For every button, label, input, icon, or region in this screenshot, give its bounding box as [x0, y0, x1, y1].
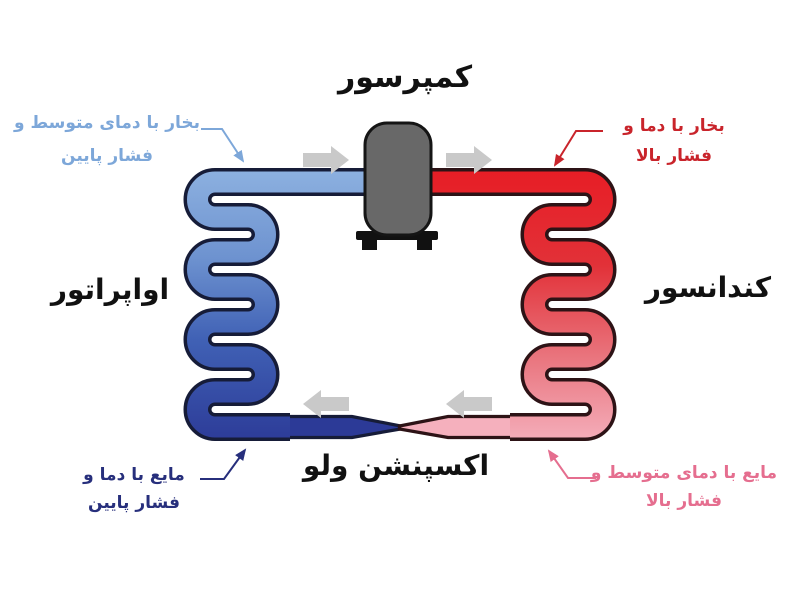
compressor-left-foot — [362, 240, 377, 250]
expansion-valve-pink-taper — [397, 414, 517, 440]
vapor-low-line1: بخار با دمای متوسط و — [13, 113, 201, 133]
flow-arrow-top-left — [303, 146, 349, 174]
evaporator-coil — [187, 171, 382, 438]
expansion-valve-label: اکسپنشن ولو — [302, 449, 490, 482]
liquid-low-pressure-label: مایع با دما و فشار پایین — [50, 461, 218, 517]
vapor-low-pressure-label: بخار با دمای متوسط و فشار پایین — [8, 107, 206, 173]
flow-arrow-top-right — [446, 146, 492, 174]
vapor-high-pressure-label: بخار با دما و فشار بالا — [600, 111, 748, 171]
flow-arrow-bottom-left — [303, 390, 349, 418]
liquid-low-line2: فشار پایین — [88, 493, 180, 513]
liquid-low-leader-arrow — [200, 448, 247, 480]
liquid-high-line1: مایع با دمای متوسط و — [590, 463, 778, 483]
compressor-body — [363, 121, 433, 237]
liquid-high-leader-arrow — [547, 449, 596, 479]
evaporator-label: اواپراتور — [50, 273, 170, 306]
liquid-low-line1: مایع با دما و — [83, 465, 185, 485]
compressor-label: کمپرسور — [337, 60, 473, 95]
liquid-high-line2: فشار بالا — [646, 491, 722, 511]
condenser-coil — [418, 171, 613, 438]
vapor-low-line2: فشار پایین — [61, 146, 153, 166]
vapor-high-line1: بخار با دما و — [623, 116, 725, 136]
flow-arrow-bottom-right — [446, 390, 492, 418]
vapor-low-leader-arrow — [201, 128, 245, 163]
vapor-high-leader-arrow — [553, 130, 603, 167]
compressor-right-foot — [417, 240, 432, 250]
expansion-valve-blue-taper — [283, 414, 403, 440]
vapor-high-line2: فشار بالا — [636, 146, 712, 166]
liquid-high-pressure-label: مایع با دمای متوسط و فشار بالا — [580, 459, 788, 515]
condenser-label: کندانسور — [644, 271, 772, 304]
